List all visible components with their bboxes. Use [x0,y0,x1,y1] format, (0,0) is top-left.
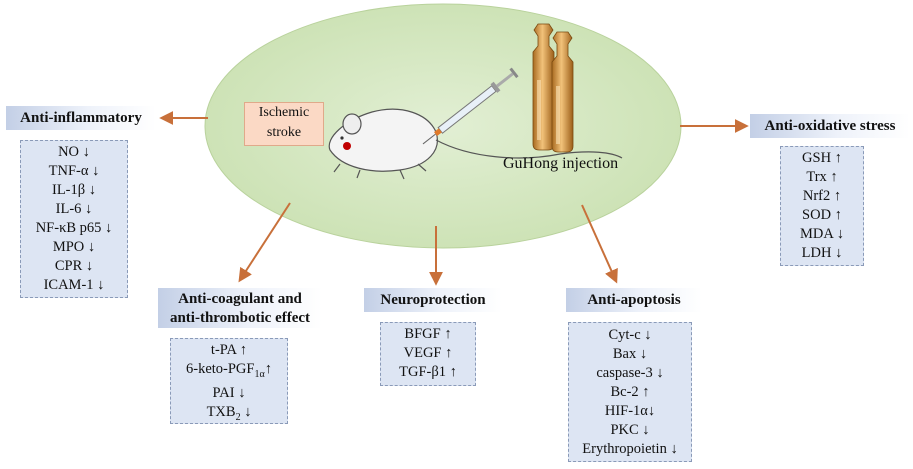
list-item: ICAM-1 ↓ [43,277,105,293]
injection-label: GuHong injection [503,155,619,172]
item-arrow: ↑ [264,361,272,377]
list-item: Nrf2 ↑ [802,188,842,204]
lesion-marker [343,142,351,150]
list-item: GSH ↑ [802,150,842,166]
anti-coagulant-box: t-PA ↑ 6-keto-PGF1α↑ PAI ↓ TXB2 ↓ [170,338,288,424]
list-item: MPO ↓ [52,239,96,255]
stroke-label-line1: Ischemic [258,105,310,120]
list-item: BFGF ↑ [404,326,452,342]
anti-oxidative-box: GSH ↑ Trx ↑ Nrf2 ↑ SOD ↑ MDA ↓ LDH ↓ [780,146,864,266]
list-item: Bax ↓ [612,346,648,362]
list-item: caspase-3 ↓ [596,365,664,381]
list-item: Trx ↑ [806,169,838,185]
list-item: Bc-2 ↑ [610,384,650,400]
list-item: VEGF ↑ [403,345,453,361]
list-item: Cyt-c ↓ [608,327,652,343]
list-item: NF-κB p65 ↓ [35,220,113,236]
list-item: PKC ↓ [610,422,650,438]
stroke-label-line2: stroke [266,125,302,140]
item-arrow: ↓ [244,403,252,420]
neuroprotection-box: BFGF ↑ VEGF ↑ TGF-β1 ↑ [380,322,476,386]
ischemic-stroke-label: Ischemic stroke [244,102,324,146]
list-item: t-PA ↑ [210,342,248,358]
item-text: 6-keto-PGF [186,361,255,377]
list-item: PAI ↓ [212,384,246,401]
arrows [159,111,749,286]
anti-inflammatory-title: Anti-inflammatory [6,106,156,130]
list-item: 6-keto-PGF1α↑ [171,360,287,384]
list-item: Erythropoietin ↓ [582,441,678,457]
list-item: NO ↓ [58,144,90,160]
anti-apoptosis-title: Anti-apoptosis [566,288,702,312]
anti-oxidative-title: Anti-oxidative stress [750,114,910,138]
list-item: LDH ↓ [801,245,843,261]
list-item: HIF-1α↓ [604,403,656,419]
arrow-anti-apoptosis [581,204,618,284]
list-item: TXB2 ↓ [171,403,287,427]
list-item: MDA ↓ [800,226,844,242]
arrow-anti-coagulant [238,202,291,283]
anti-coagulant-title: Anti-coagulant and anti-thrombotic effec… [158,288,322,328]
item-subscript: 1α [254,368,265,380]
list-item: CPR ↓ [54,258,94,274]
item-subscript: 2 [235,411,241,423]
list-item: SOD ↑ [802,207,842,223]
item-text: TXB [206,403,236,420]
neuroprotection-title: Neuroprotection [364,288,502,312]
anti-apoptosis-box: Cyt-c ↓ Bax ↓ caspase-3 ↓ Bc-2 ↑ HIF-1α↓… [568,322,692,462]
syringe-icon [422,67,519,145]
anti-inflammatory-box: NO ↓ TNF-α ↓ IL-1β ↓ IL-6 ↓ NF-κB p65 ↓ … [20,140,128,298]
list-item: TNF-α ↓ [48,163,100,179]
ampoule-icon [532,23,574,153]
anti-coagulant-title-line2: anti-thrombotic effect [169,310,311,326]
list-item: IL-1β ↓ [51,182,97,198]
list-item: IL-6 ↓ [55,201,93,217]
list-item: TGF-β1 ↑ [399,364,457,380]
anti-coagulant-title-line1: Anti-coagulant and [178,291,302,307]
